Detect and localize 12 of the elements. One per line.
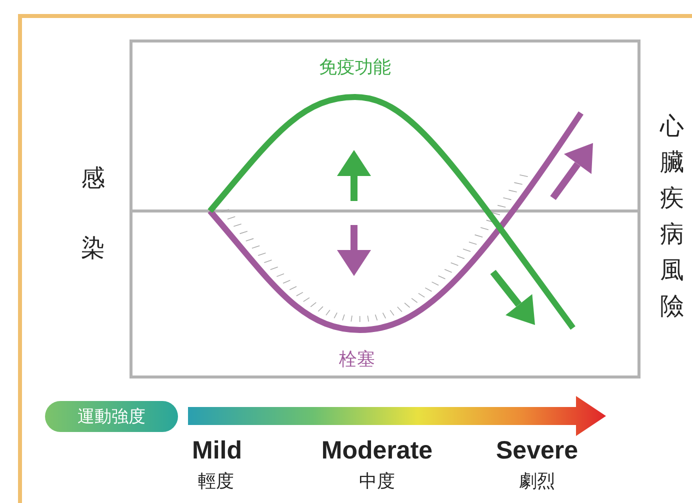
scale-label: Severe — [496, 437, 578, 465]
curve-label: 免疫功能 — [319, 58, 391, 78]
scale-label: 中度 — [359, 472, 395, 492]
scale-label: Moderate — [321, 437, 433, 465]
intensity-pill: 運動強度 — [45, 401, 178, 432]
curve-label: 栓塞 — [339, 350, 375, 370]
axis-label: 感 — [81, 164, 105, 192]
scale-label: 劇烈 — [519, 472, 555, 492]
axis-label: 染 — [81, 234, 105, 262]
axis-label: 心臟疾病風險 — [660, 111, 684, 322]
scale-label: 輕度 — [198, 472, 234, 492]
scale-label: Mild — [192, 437, 242, 465]
